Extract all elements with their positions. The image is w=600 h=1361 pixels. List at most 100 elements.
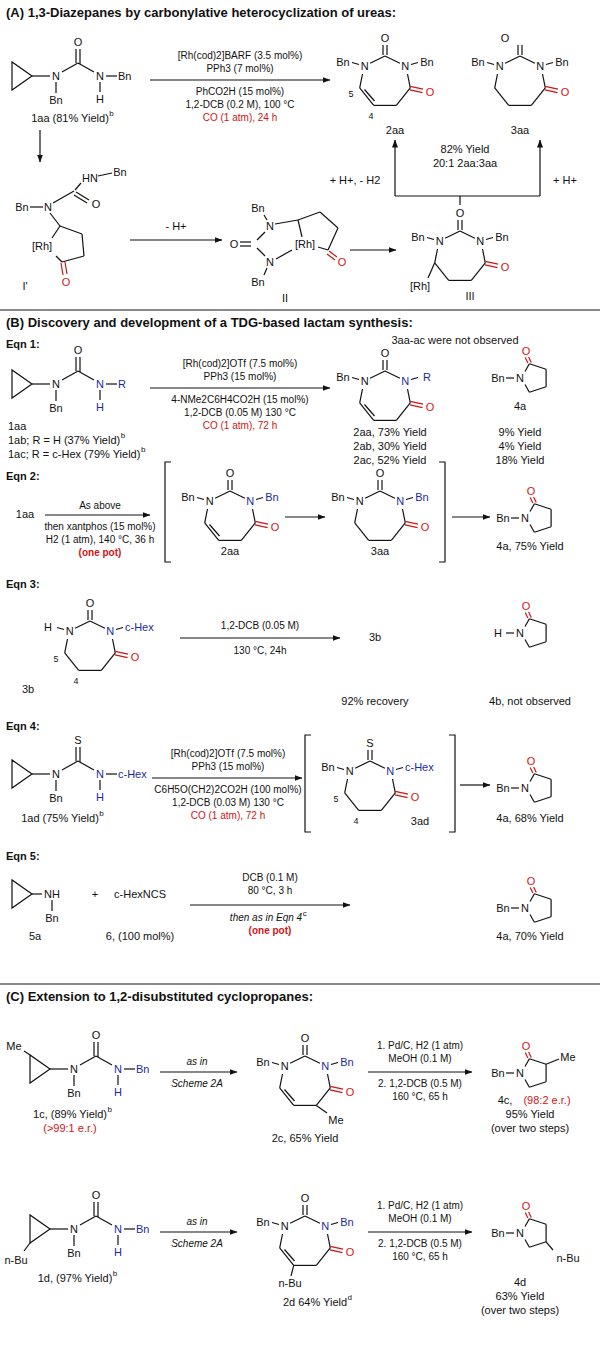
atom-label: N	[281, 1219, 289, 1232]
reagent-text: 130 °C, 24h	[234, 645, 287, 657]
structure-line	[30, 1202, 135, 1246]
compound-label: - H+	[165, 220, 186, 233]
atom-label: Bn	[181, 491, 194, 504]
compound-label: 4a	[514, 400, 526, 413]
structure-line	[511, 767, 551, 802]
atom-label: N	[114, 1223, 122, 1236]
compound-label: 1ad (75% Yield)	[21, 812, 99, 825]
structure-line	[160, 1071, 237, 1072]
structure-line	[328, 228, 338, 250]
reagent-text: Scheme 2A	[171, 1078, 223, 1090]
structure-line	[98, 173, 112, 176]
atom-label: Bn	[495, 231, 508, 244]
atom-label: O	[421, 521, 430, 534]
reagent-text: [Rh(cod)2]OTf (7.5 mol%)	[183, 358, 297, 370]
structure-line	[298, 212, 320, 220]
atom-label: Bn	[491, 372, 504, 385]
structure-line	[257, 232, 265, 240]
compound-label: 2ac, 52% Yield	[354, 454, 427, 467]
structure-line	[487, 45, 558, 105]
atom-label: O	[501, 261, 510, 274]
atom-label: Bn	[340, 1216, 353, 1229]
structure-line	[298, 220, 302, 237]
atom-label: O	[527, 485, 536, 498]
atom-label: N	[516, 1067, 524, 1080]
structure-line	[439, 462, 445, 562]
atom-label: O	[426, 401, 435, 414]
compound-label: 2d 64% Yield	[283, 1296, 347, 1309]
reagent-text: as in	[186, 1216, 207, 1228]
atom-label: Bn	[496, 782, 509, 795]
structure-line	[452, 516, 490, 517]
structure-line	[320, 212, 338, 228]
atom-label: N	[361, 59, 369, 72]
atom-label: Bn	[136, 1223, 149, 1236]
footnote-mark: b	[107, 1105, 111, 1114]
reagent-text: 1,2-DCB (0.2 M), 100 °C	[185, 99, 294, 111]
structure-line	[82, 234, 84, 256]
compound-label: 3b	[369, 631, 381, 644]
structure-line	[546, 1242, 553, 1250]
atom-label: [Rh]	[295, 238, 315, 251]
atom-label: Bn	[136, 1063, 149, 1076]
structure-line	[449, 735, 455, 832]
atom-label: Bn	[256, 1216, 269, 1229]
atom-label: H	[114, 1246, 122, 1259]
atom-label: Bn	[256, 1056, 269, 1069]
atom-label: Me	[6, 1040, 21, 1053]
atom-label: O	[561, 86, 570, 99]
structure-line	[60, 226, 82, 234]
footnote-mark: b	[99, 809, 103, 818]
compound-label: 1c, (89% Yield)	[33, 1108, 107, 1121]
atom-label: N	[96, 378, 104, 391]
structure-line	[74, 195, 87, 203]
structure-line	[62, 256, 84, 262]
structure-line	[190, 904, 350, 905]
compound-label: 2aa, 73% Yield	[353, 426, 426, 439]
compound-label: 1ac; R = c-Hex (79% Yield)	[8, 448, 140, 461]
compound-label: 2ab, 30% Yield	[353, 440, 426, 453]
compound-label: 2aa	[386, 124, 404, 137]
structure-line	[197, 480, 268, 540]
atom-label: N	[516, 372, 524, 385]
atom-label: N	[106, 624, 114, 637]
compound-label: (over two steps)	[481, 1304, 559, 1317]
atom-label: H	[96, 401, 104, 414]
reagent-text: MeOH (0.1 M)	[388, 1213, 451, 1225]
atom-label: N	[206, 494, 214, 507]
compound-label: + H+	[553, 174, 577, 187]
reagent-text: 1,2-DCB (0.03 M) 130 °C	[172, 797, 284, 809]
equation-label: Eqn 3:	[6, 578, 40, 591]
compound-label: 4a, 75% Yield	[496, 540, 563, 553]
atom-label: O	[381, 32, 390, 45]
atom-label: Bn	[471, 56, 484, 69]
atom-label: O	[522, 1200, 531, 1213]
atom-label: N	[386, 764, 394, 777]
compound-label: 4c,	[498, 1094, 513, 1107]
compound-label: (>99:1 e.r.)	[43, 1122, 97, 1135]
structure-line	[45, 514, 150, 515]
reagent-text: PhCO2H (15 mol%)	[196, 86, 284, 98]
reagent-text: 80 °C, 3 h	[248, 885, 293, 897]
structure-line	[0, 309, 600, 311]
reagent-text: 2. 1,2-DCB (0.5 M)	[378, 1238, 462, 1250]
atom-label: O	[522, 600, 531, 613]
reagent-text: As above	[79, 500, 121, 512]
section-heading: (C) Extension to 1,2-disubstituted cyclo…	[6, 990, 313, 1005]
atom-label: O	[74, 344, 83, 357]
structure-line	[12, 49, 117, 93]
compound-label: 1d, (97% Yield)	[38, 1272, 113, 1285]
compound-label: (98:2 e.r.)	[523, 1094, 570, 1107]
atom-label: O	[131, 651, 140, 664]
reagent-text: 4-NMe2C6H4CO2H (15 mol%)	[171, 394, 308, 406]
atom-label: O	[411, 791, 420, 804]
structure-line	[30, 1042, 135, 1086]
structure-line	[65, 262, 67, 274]
atom-label: Bn	[331, 491, 344, 504]
structure-line	[0, 310, 600, 984]
structure-line	[165, 462, 171, 562]
atom-label: O	[86, 597, 95, 610]
structure-line	[257, 248, 265, 256]
atom-label: O	[426, 86, 435, 99]
atom-label: n-Bu	[278, 1277, 301, 1290]
